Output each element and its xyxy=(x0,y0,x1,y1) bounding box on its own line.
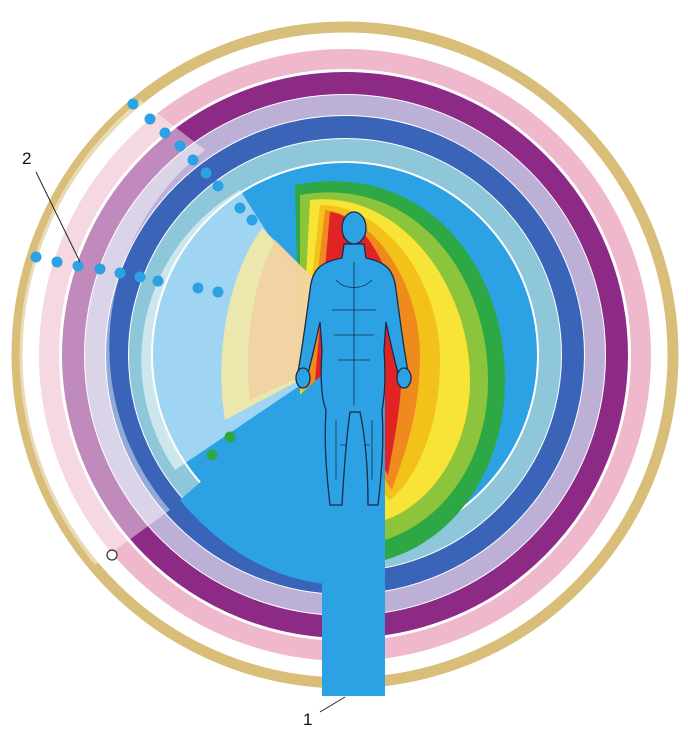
callout-1-leader xyxy=(320,697,345,712)
green-dot-marker-2 xyxy=(207,450,218,461)
open-circle-marker xyxy=(107,550,117,560)
green-dot-marker xyxy=(225,432,236,443)
figure-head xyxy=(342,212,366,244)
callout-label-2: 2 xyxy=(22,149,31,168)
blue-stem xyxy=(322,520,385,696)
figure-left-hand xyxy=(296,368,310,388)
figure-right-hand xyxy=(397,368,411,388)
callout-label-1: 1 xyxy=(303,710,312,729)
